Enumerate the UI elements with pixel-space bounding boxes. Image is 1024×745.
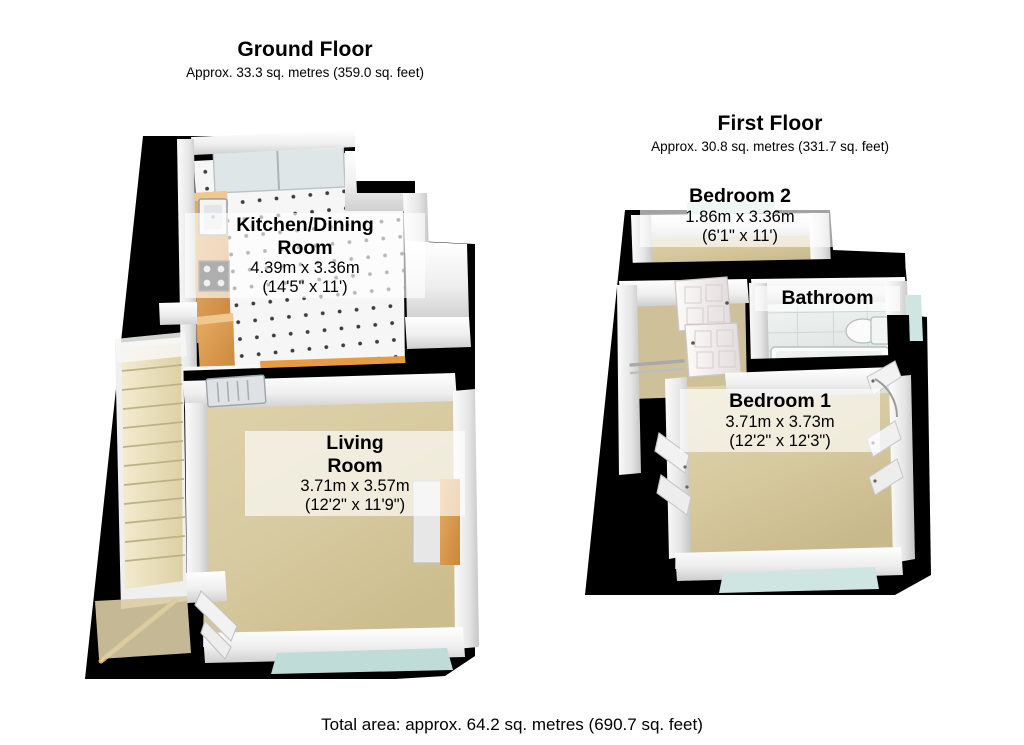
first-floor-area-subtitle: Approx. 30.8 sq. metres (331.7 sq. feet) bbox=[651, 139, 889, 155]
landing-door-to-bedroom-1[interactable] bbox=[684, 322, 742, 378]
bathroom-label: Bathroom bbox=[755, 286, 900, 311]
ground-floor-plan bbox=[85, 130, 479, 680]
bedroom-1-alcove-left bbox=[654, 432, 692, 517]
first-floor-plan bbox=[585, 201, 931, 596]
living-room-radiator-icon bbox=[205, 374, 267, 408]
kitchen-room-name-line1: Kitchen/Dining bbox=[236, 214, 374, 236]
living-room-name-line1: Living bbox=[326, 432, 384, 454]
hallway-floor bbox=[95, 596, 191, 660]
bathroom-name: Bathroom bbox=[781, 287, 874, 309]
bedroom-1-label: Bedroom 1 3.71m x 3.73m (12'2" x 12'3") bbox=[680, 389, 880, 452]
first-floor-section: First Floor Approx. 30.8 sq. metres (331… bbox=[575, 112, 965, 622]
landing-stair-rail bbox=[629, 359, 685, 375]
kitchen-dimensions-metric: 4.39m x 3.36m bbox=[250, 259, 360, 278]
bedroom-1-dimensions-metric: 3.71m x 3.73m bbox=[725, 412, 835, 431]
kitchen-dimensions-imperial: (14'5" x 11') bbox=[262, 278, 348, 297]
ground-floor-title: Ground Floor bbox=[237, 38, 373, 61]
staircase bbox=[115, 332, 187, 610]
ground-floor-section: Ground Floor Approx. 33.3 sq. metres (35… bbox=[55, 38, 555, 680]
bedroom-1-dimensions-imperial: (12'2" x 12'3") bbox=[729, 431, 831, 450]
total-area-text: Total area: approx. 64.2 sq. metres (690… bbox=[321, 715, 703, 734]
bedroom-2-name: Bedroom 2 bbox=[689, 185, 791, 207]
kitchen-room-name-line2: Room bbox=[277, 236, 333, 259]
stair-treads bbox=[121, 364, 186, 563]
living-room-name-line2: Room bbox=[327, 454, 383, 477]
living-room-dimensions-imperial: (12'2" x 11'9") bbox=[304, 496, 406, 515]
bedroom-2-label: Bedroom 2 1.86m x 3.36m (6'1" x 11') bbox=[640, 184, 840, 247]
kitchen-room-label: Kitchen/Dining Room 4.39m x 3.36m (14'5"… bbox=[185, 213, 425, 299]
bedroom-2-dimensions-metric: 1.86m x 3.36m bbox=[685, 207, 795, 226]
bedroom-2-dimensions-imperial: (6'1" x 11') bbox=[701, 226, 779, 245]
living-room-label: Living Room 3.71m x 3.57m (12'2" x 11'9"… bbox=[245, 431, 465, 517]
hall-door-panels bbox=[194, 590, 238, 661]
first-floor-title: First Floor bbox=[717, 112, 823, 135]
landing-door-to-bedroom-2[interactable] bbox=[674, 276, 732, 332]
living-room-bay-window bbox=[271, 648, 453, 675]
ground-floor-area-subtitle: Approx. 33.3 sq. metres (359.0 sq. feet) bbox=[186, 65, 424, 81]
bedroom-1-door-swing[interactable] bbox=[874, 378, 898, 418]
living-room-dimensions-metric: 3.71m x 3.57m bbox=[300, 477, 410, 496]
bathroom-toilet-icon bbox=[845, 316, 894, 345]
bedroom-1-name: Bedroom 1 bbox=[729, 390, 831, 412]
